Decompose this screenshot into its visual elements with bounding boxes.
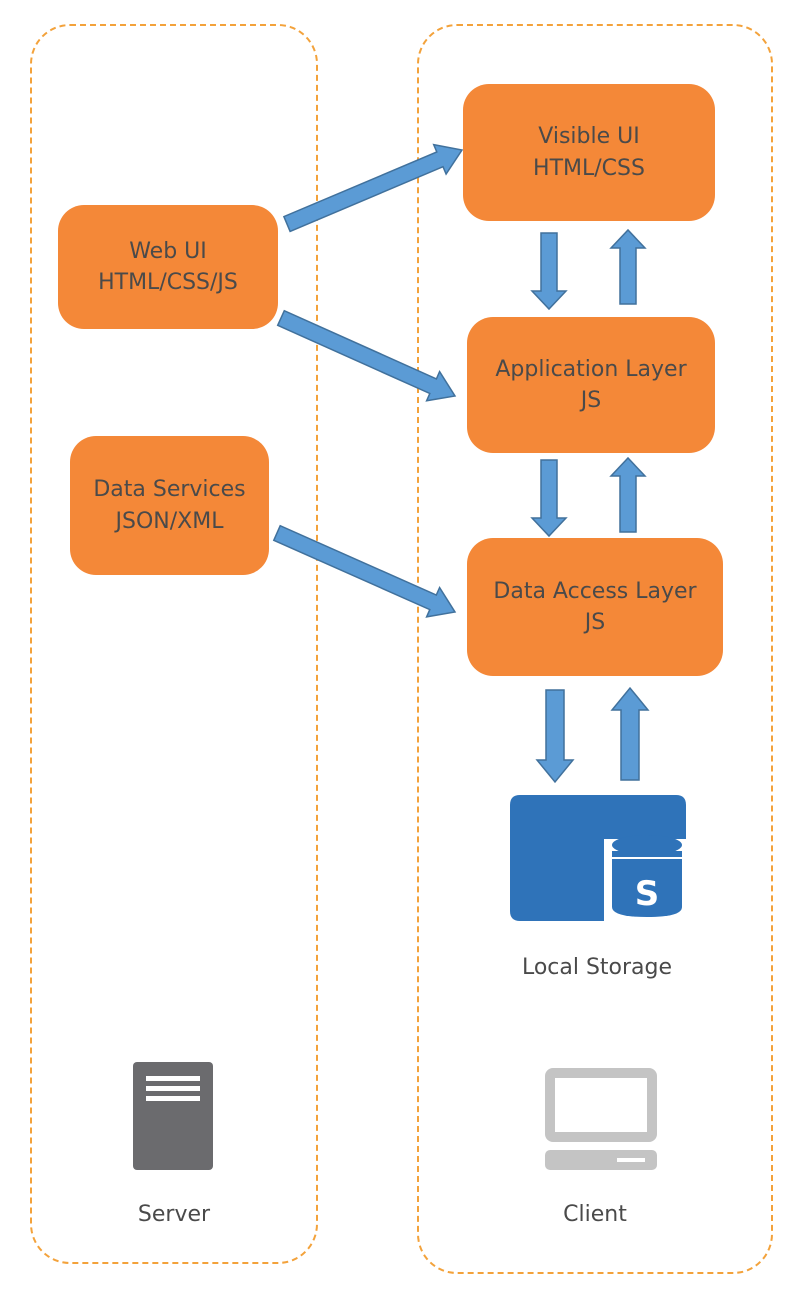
- server-label: Server: [137, 1202, 211, 1227]
- web-ui-tech: HTML/CSS/JS: [98, 270, 238, 295]
- web-ui-title: Web UI: [129, 238, 207, 264]
- data-services-tech: JSON/XML: [115, 508, 224, 534]
- database-letter: S: [635, 874, 660, 914]
- application-layer-title: Application Layer: [495, 356, 687, 382]
- server-icon: [133, 1062, 213, 1170]
- visible-ui-title: Visible UI: [538, 124, 640, 150]
- application-layer-node: Application Layer JS: [467, 317, 715, 453]
- local-storage-label: Local Storage: [521, 955, 673, 980]
- arrow-local-storage-to-data-access: [610, 686, 650, 781]
- arrow-data-access-to-local-storage: [535, 689, 575, 784]
- arrow-data-services-to-data-access: [272, 524, 457, 618]
- visible-ui-tech: HTML/CSS: [533, 155, 645, 181]
- arrow-application-to-visible-ui: [609, 228, 647, 305]
- arrow-visible-ui-to-application: [530, 232, 568, 311]
- server-zone: [30, 24, 318, 1264]
- arrow-application-to-data-access: [530, 459, 568, 538]
- data-access-layer-title: Data Access Layer: [493, 578, 697, 604]
- data-services-node: Data Services JSON/XML: [70, 436, 269, 575]
- arrow-web-ui-to-application-layer: [276, 309, 457, 402]
- visible-ui-node: Visible UI HTML/CSS: [463, 84, 715, 221]
- data-services-title: Data Services: [93, 477, 246, 503]
- computer-icon: [545, 1068, 657, 1170]
- application-layer-tech: JS: [580, 388, 602, 413]
- web-ui-node: Web UI HTML/CSS/JS: [58, 205, 278, 329]
- arrow-data-access-to-application: [609, 456, 647, 533]
- data-access-layer-tech: JS: [584, 610, 606, 635]
- arrow-web-ui-to-visible-ui: [282, 143, 464, 233]
- data-access-layer-node: Data Access Layer JS: [467, 538, 723, 676]
- database-icon: S: [510, 795, 686, 921]
- client-zone: [417, 24, 773, 1274]
- client-label: Client: [563, 1202, 627, 1227]
